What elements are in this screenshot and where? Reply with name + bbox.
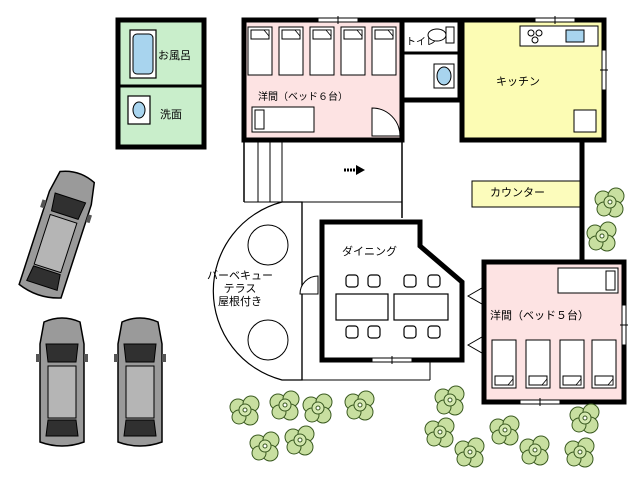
chair [403, 274, 417, 288]
chair [345, 325, 359, 339]
washbasin-icon [127, 95, 151, 125]
door-swing-icon [299, 275, 319, 295]
dining-table [393, 293, 449, 321]
bed [247, 26, 273, 76]
tree-icon [489, 415, 520, 446]
corridor [243, 100, 585, 262]
dining-table [335, 293, 389, 321]
kitchen [459, 15, 609, 143]
chair [367, 274, 381, 288]
counter-box [471, 180, 581, 208]
car-icon [113, 317, 167, 447]
door-triangle-icon [466, 287, 483, 354]
table-round [247, 319, 289, 361]
tree-icon [302, 393, 333, 424]
dining-walls [319, 219, 465, 363]
bed [491, 339, 517, 389]
tree-icon [569, 403, 600, 434]
bedroom-east [481, 259, 629, 407]
kitchen-label: キッチン [496, 75, 540, 88]
chair [367, 325, 381, 339]
chair [403, 325, 417, 339]
bath-block [115, 17, 207, 150]
tree-icon [229, 395, 260, 426]
car-icon [35, 317, 89, 447]
bath-walls [115, 17, 207, 150]
bbq-terrace [212, 201, 319, 381]
counter-top [519, 25, 599, 47]
bed [251, 106, 315, 133]
bed [278, 26, 304, 76]
tree-icon [424, 417, 455, 448]
car-icon [13, 164, 104, 304]
bedroom-west [241, 15, 405, 143]
tree-icon [586, 221, 617, 252]
bed [525, 339, 551, 389]
bathtub-icon [129, 29, 157, 79]
bed [557, 267, 619, 294]
toilet-label: トイレ [406, 37, 436, 48]
bedroom-west-label: 洋間（ベッド６台） [258, 92, 348, 103]
table-round [247, 224, 289, 266]
chair [427, 325, 441, 339]
tree-icon [434, 385, 465, 416]
dining-label: ダイニング [342, 245, 397, 258]
bedroom-east-label: 洋間（ベッド５台） [490, 309, 589, 322]
bbq-label-line3: 屋根付き [218, 295, 262, 308]
tree-icon [594, 187, 625, 218]
tree-icon [519, 435, 550, 466]
door-swing-icon [371, 107, 401, 137]
bbq-label-line2: テラス [223, 282, 257, 295]
bed [340, 26, 366, 76]
tree-icon [564, 437, 595, 468]
bed [591, 339, 617, 389]
tree-icon [284, 425, 315, 456]
bed [371, 26, 397, 76]
dining [319, 219, 483, 365]
toilet-block [399, 17, 463, 103]
tree-icon [249, 431, 280, 462]
bbq-label-line1: バーベキュー [207, 269, 273, 282]
fridge-icon [573, 109, 597, 133]
sink-icon [433, 63, 455, 89]
bed [559, 339, 585, 389]
chair [427, 274, 441, 288]
tree-icon [269, 390, 300, 421]
bed [309, 26, 335, 76]
chair [345, 274, 359, 288]
bath-label: お風呂 [158, 49, 191, 62]
counter-label: カウンター [490, 186, 545, 199]
toilet-icon [427, 26, 455, 44]
tree-icon [344, 390, 375, 421]
tree-icon [454, 437, 485, 468]
arrow-right-icon [344, 165, 365, 175]
washroom-label: 洗面 [160, 108, 182, 121]
